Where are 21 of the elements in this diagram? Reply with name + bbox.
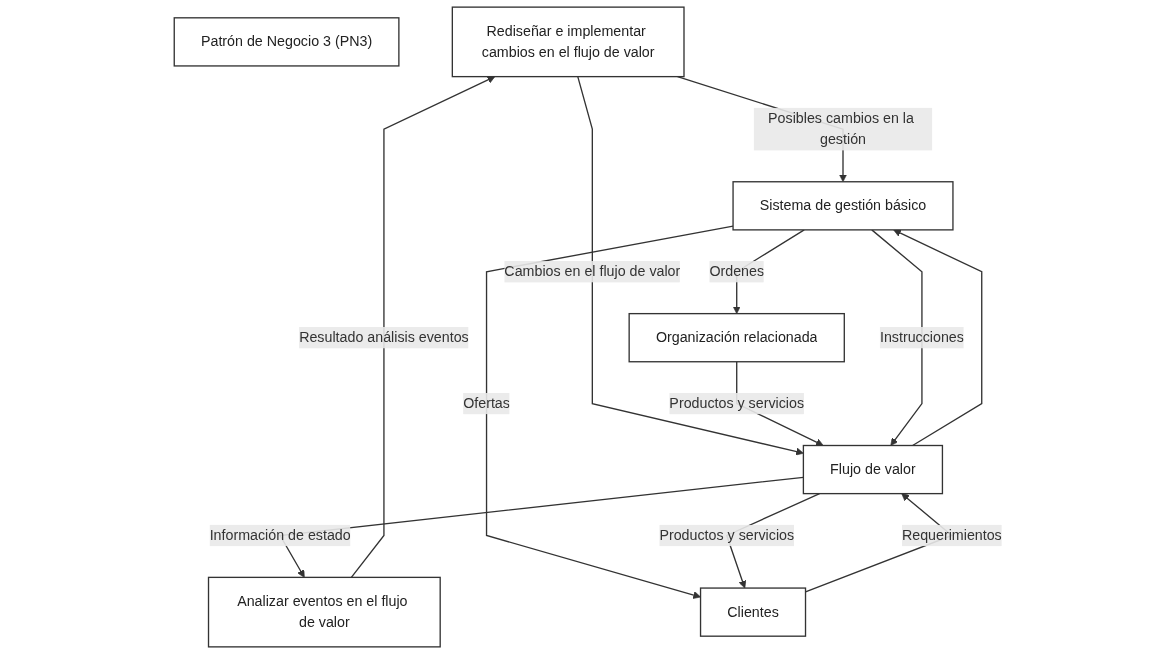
node-box: Analizar eventos en el flujo de valor [207, 576, 441, 648]
edge-label: Resultado análisis eventos [299, 329, 469, 345]
node-box: Rediseñar e implementar cambios en el flujo de valor [451, 6, 685, 78]
arrow [350, 76, 496, 579]
edge-label: Información de estado [209, 527, 351, 543]
arrow [871, 229, 923, 446]
node-box: Organización relacionada [628, 312, 845, 363]
edge-label: Productos y servicios [669, 395, 805, 411]
node-box: Flujo de valor [802, 444, 944, 495]
edge-label: Posibles cambios en la gestión [768, 110, 914, 148]
node-box: Sistema de gestión básico [732, 181, 954, 231]
edge-label: Instrucciones [879, 329, 964, 345]
edge-label: Ofertas [463, 395, 510, 411]
edge-label: Cambios en el flujo de valor [504, 263, 681, 279]
node-box: Clientes [699, 587, 807, 637]
edge-label: Productos y servicios [659, 527, 795, 543]
edge-label: Requerimientos [901, 527, 1002, 543]
edge-label: Ordenes [709, 263, 765, 279]
arrow [893, 229, 983, 447]
node-box: Patrón de Negocio 3 (PN3) [173, 17, 400, 67]
arrow [485, 225, 734, 599]
